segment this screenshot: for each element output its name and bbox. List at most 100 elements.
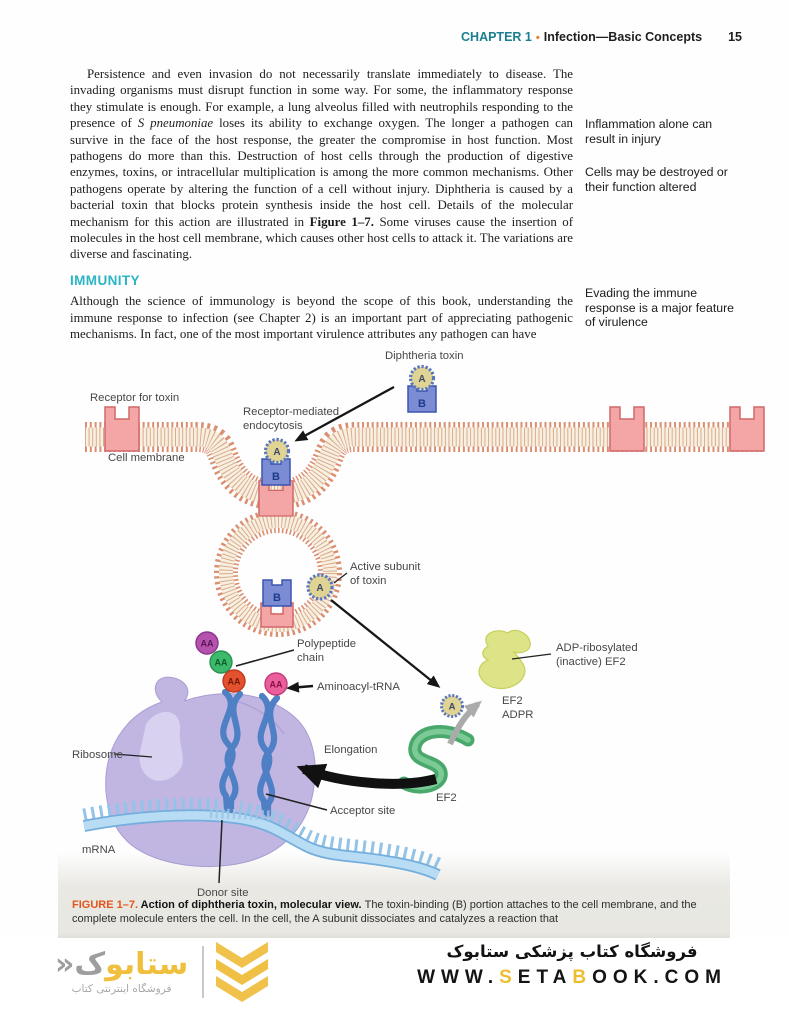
pit-a-subunit: A <box>263 437 291 465</box>
endocytosis-arrow <box>294 385 395 442</box>
setabook-logotype: ستابوک« فروشگاه اینترنتی کتاب <box>55 949 188 996</box>
pit-b-letter: B <box>272 471 280 483</box>
logo-subtitle: فروشگاه اینترنتی کتاب <box>71 983 172 995</box>
wordmark-yellow: ستابو <box>105 947 189 982</box>
aa-green: AA <box>215 658 228 668</box>
toxin-receptor-right <box>729 406 765 452</box>
trna-helix-left <box>219 688 244 814</box>
endocytic-vesicle <box>214 509 342 637</box>
ribosome-body <box>105 676 316 867</box>
active-subunit-pointer <box>333 572 348 584</box>
label-adp-ribosylated-1: ADP-ribosylated <box>556 642 638 654</box>
elongation-arrow <box>296 763 438 789</box>
ribosome-pointer <box>113 753 153 758</box>
url-part-2: ETA <box>517 967 573 988</box>
footer-right-block: فروشگاه کتاب پزشکی ستابوک WWW.SETABOOK.C… <box>417 942 727 989</box>
label-endocytosis-1: Receptor-mediated <box>243 406 339 418</box>
label-diphtheria-toxin: Diphtheria toxin <box>385 350 464 362</box>
free-toxin-b-subunit: B <box>407 385 437 413</box>
figure-caption-band <box>58 852 730 940</box>
figure-caption-tag: FIGURE 1–7. <box>72 899 139 911</box>
label-ef2: EF2 <box>436 792 457 804</box>
p1-run1: Persistence and even invasion do not nec… <box>70 67 573 131</box>
label-acceptor-site: Acceptor site <box>330 805 395 817</box>
shop-title-farsi: فروشگاه کتاب پزشکی ستابوک <box>446 942 698 961</box>
label-ef2-adpr-1: EF2 <box>502 695 523 707</box>
aa-purple: AA <box>201 639 214 649</box>
escaping-a-subunit: A <box>306 573 334 601</box>
adp-ribosylation-arrow <box>447 700 482 746</box>
incoming-aminoacyl-aa: AA <box>264 672 288 696</box>
toxin-receptor-left <box>104 406 140 452</box>
chapter-title: Infection—Basic Concepts <box>543 30 703 44</box>
url-s-yellow: S <box>499 967 518 988</box>
p1-run2: loses its ability to exchange oxygen. Th… <box>70 116 573 229</box>
pit-receptor <box>258 480 294 517</box>
aa-pink: AA <box>270 680 283 690</box>
aminoacyl-pointer <box>286 681 314 693</box>
bullet-separator: • <box>535 32 540 44</box>
paragraph-2: Although the science of immunology is be… <box>70 294 573 342</box>
acceptor-site-pointer <box>265 793 328 811</box>
ef2-adpr-molecule <box>478 629 531 689</box>
margin-note-2: Cells may be destroyed or their function… <box>585 165 728 194</box>
figure-caption-text: The toxin-binding (B) portion attaches t… <box>72 899 697 925</box>
pit-a-letter: A <box>273 447 280 458</box>
free-toxin-a-subunit: A <box>408 364 436 392</box>
figure-caption-title: Action of diphtheria toxin, molecular vi… <box>138 899 365 911</box>
url-part-3: OOK.COM <box>592 967 727 988</box>
ef2-molecule <box>397 725 475 794</box>
a-subunit-release-arrow <box>330 599 441 688</box>
chevron-logo-icon <box>216 942 269 1002</box>
polypeptide-chain: AA AA AA <box>195 631 246 693</box>
label-adp-ribosylated-2: (inactive) EF2 <box>556 656 626 668</box>
label-elongation: Elongation <box>324 744 377 756</box>
label-ribosome: Ribosome <box>72 749 123 761</box>
chapter-label: CHAPTER 1 <box>461 30 532 44</box>
logo-divider <box>202 946 205 998</box>
margin-note-1: Inflammation alone can result in injury <box>585 117 713 146</box>
figure-caption: FIGURE 1–7. Action of diphtheria toxin, … <box>72 899 720 926</box>
vesicle-b-subunit: B <box>262 579 292 607</box>
url-part-1: WWW. <box>417 967 500 988</box>
label-ef2-adpr-2: ADPR <box>502 709 533 721</box>
paragraph-1: Persistence and even invasion do not nec… <box>70 66 573 263</box>
immunity-heading: IMMUNITY <box>70 272 140 288</box>
aa-red: AA <box>228 677 241 687</box>
url-b-yellow: B <box>572 967 593 988</box>
setabook-logo: ستابوک« فروشگاه اینترنتی کتاب <box>55 940 270 1004</box>
free-toxin-a-letter: A <box>418 374 425 385</box>
free-toxin-b-letter: B <box>418 398 426 410</box>
vesicle-b-letter: B <box>273 592 281 604</box>
label-active-subunit-2: of toxin <box>350 575 386 587</box>
margin-note-3: Evading the immune response is a major f… <box>585 286 735 330</box>
label-endocytosis-2: endocytosis <box>243 420 303 432</box>
page-header: CHAPTER 1•Infection—Basic Concepts 15 <box>461 30 742 44</box>
p1-figure-ref: Figure 1–7. <box>309 214 374 229</box>
page-number: 15 <box>728 30 742 44</box>
label-polypeptide-1: Polypeptide <box>297 638 356 650</box>
label-receptor-for-toxin: Receptor for toxin <box>90 392 179 404</box>
label-cell-membrane: Cell membrane <box>108 452 185 464</box>
polypeptide-pointer <box>235 649 295 667</box>
wordmark-gray: ک« <box>55 947 106 982</box>
trna-helix-right <box>257 692 281 818</box>
cytoplasmic-a-letter: A <box>449 702 456 713</box>
label-aminoacyl-trna: Aminoacyl-tRNA <box>317 681 400 693</box>
p1-species-italic: S pneumoniae <box>137 116 214 131</box>
escaping-a-letter: A <box>316 583 323 594</box>
bookstore-footer: ستابوک« فروشگاه اینترنتی کتاب فروشگاه کت… <box>0 938 789 1010</box>
codon-anticodon-pairing <box>209 808 283 821</box>
setabook-wordmark: ستابوک« <box>55 949 188 981</box>
cytoplasmic-a-subunit: A <box>440 694 464 718</box>
label-polypeptide-2: chain <box>297 652 324 664</box>
cell-membrane-bilayer <box>85 422 762 511</box>
vesicle-receptor <box>260 602 294 628</box>
p1-run3: Some viruses cause the insertion of mole… <box>70 214 574 262</box>
website-url[interactable]: WWW.SETABOOK.COM <box>417 967 727 989</box>
label-active-subunit-1: Active subunit <box>350 561 421 573</box>
pit-b-subunit: B <box>261 458 291 486</box>
toxin-receptor-mid <box>609 406 645 452</box>
body-text-column: Persistence and even invasion do not nec… <box>70 66 573 343</box>
